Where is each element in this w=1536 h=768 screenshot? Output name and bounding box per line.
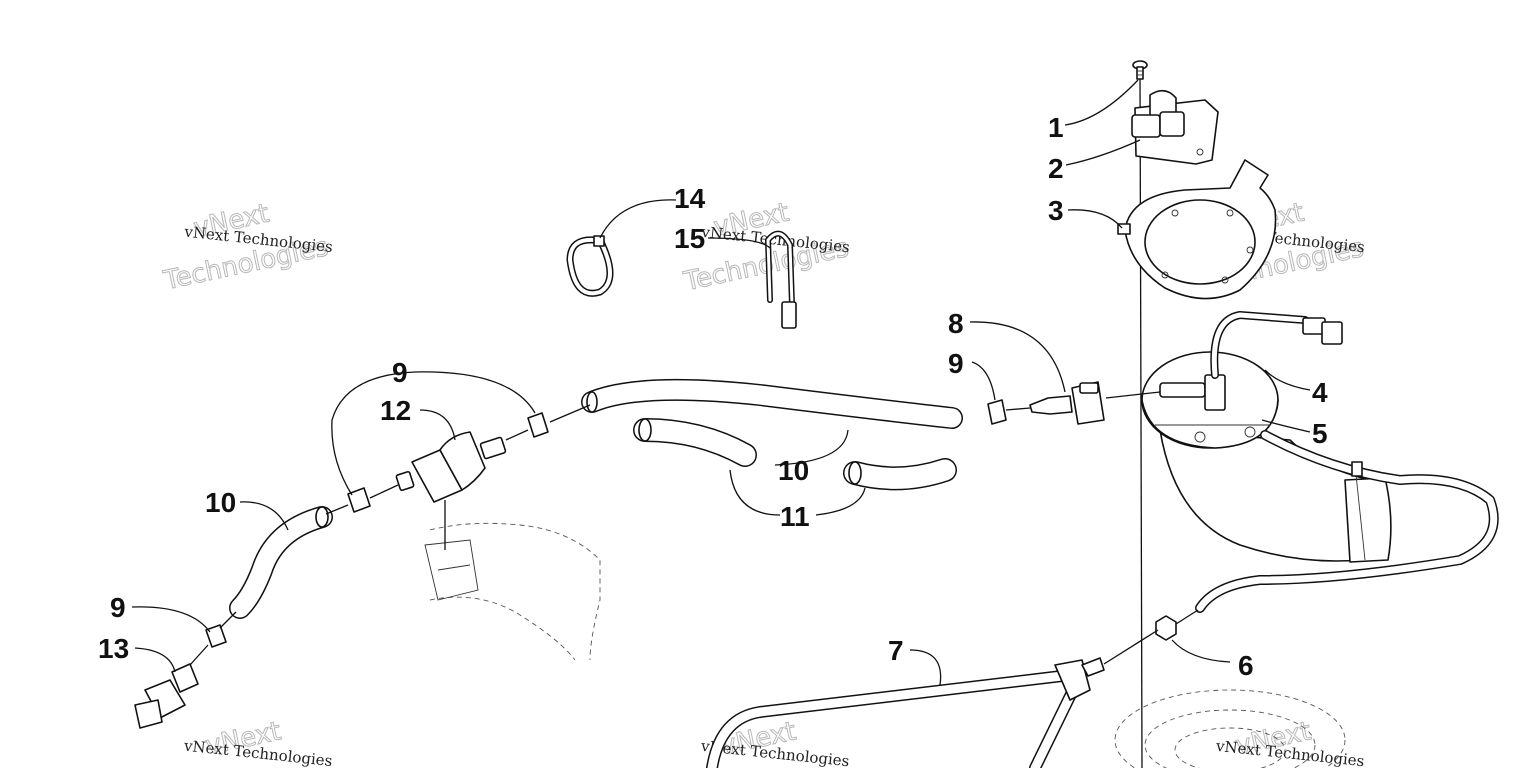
callout-4: 4 (1312, 377, 1328, 408)
callout-9-right: 9 (948, 348, 964, 379)
part-formed-hose-a (633, 418, 757, 467)
callout-10-left: 10 (205, 487, 236, 518)
centerline (1139, 74, 1143, 768)
part-fuel-pump (1141, 311, 1392, 563)
leader-lines (131, 79, 1311, 686)
part-mounting-plate (1117, 159, 1277, 300)
part-ferrule-9c (987, 399, 1007, 425)
callout-11: 11 (780, 501, 810, 532)
part-quick-connector-8 (1029, 381, 1105, 425)
tank-outline (1114, 689, 1346, 768)
part-nut-6 (1155, 615, 1177, 641)
part-fuel-hose-long (581, 378, 963, 429)
hose-clamp-band (1351, 461, 1363, 477)
mount-outline (424, 522, 601, 661)
part-fuel-hose-left (229, 506, 333, 619)
callout-8: 8 (948, 308, 964, 339)
part-formed-hose-b (843, 458, 957, 491)
callout-2: 2 (1048, 153, 1064, 184)
callout-9-top: 9 (392, 357, 408, 388)
part-ferrule-9b1 (347, 487, 371, 513)
part-bracket (1131, 89, 1219, 165)
callout-9-left: 9 (110, 592, 126, 623)
callout-3: 3 (1048, 195, 1064, 226)
part-fuel-filter (395, 431, 507, 503)
part-screw (1132, 60, 1148, 80)
part-cable-tie (765, 230, 797, 329)
part-t-hose (706, 657, 1105, 768)
assembly-lines (189, 391, 1199, 666)
callout-1: 1 (1048, 112, 1064, 143)
part-hose-clamp (566, 235, 614, 297)
part-ferrule-9d (205, 624, 227, 648)
callout-10-center: 10 (778, 455, 809, 486)
part-ferrule-9a (527, 412, 549, 438)
callout-labels: 1 2 3 4 5 6 7 8 9 9 9 10 10 11 12 13 14 … (98, 112, 1328, 681)
callout-12: 12 (380, 395, 411, 426)
callout-5: 5 (1312, 418, 1328, 449)
callout-13: 13 (98, 633, 129, 664)
part-quick-connector-13 (134, 663, 199, 729)
callout-14: 14 (674, 183, 706, 214)
callout-6: 6 (1238, 650, 1254, 681)
callout-15: 15 (674, 223, 705, 254)
callout-7: 7 (888, 635, 904, 666)
